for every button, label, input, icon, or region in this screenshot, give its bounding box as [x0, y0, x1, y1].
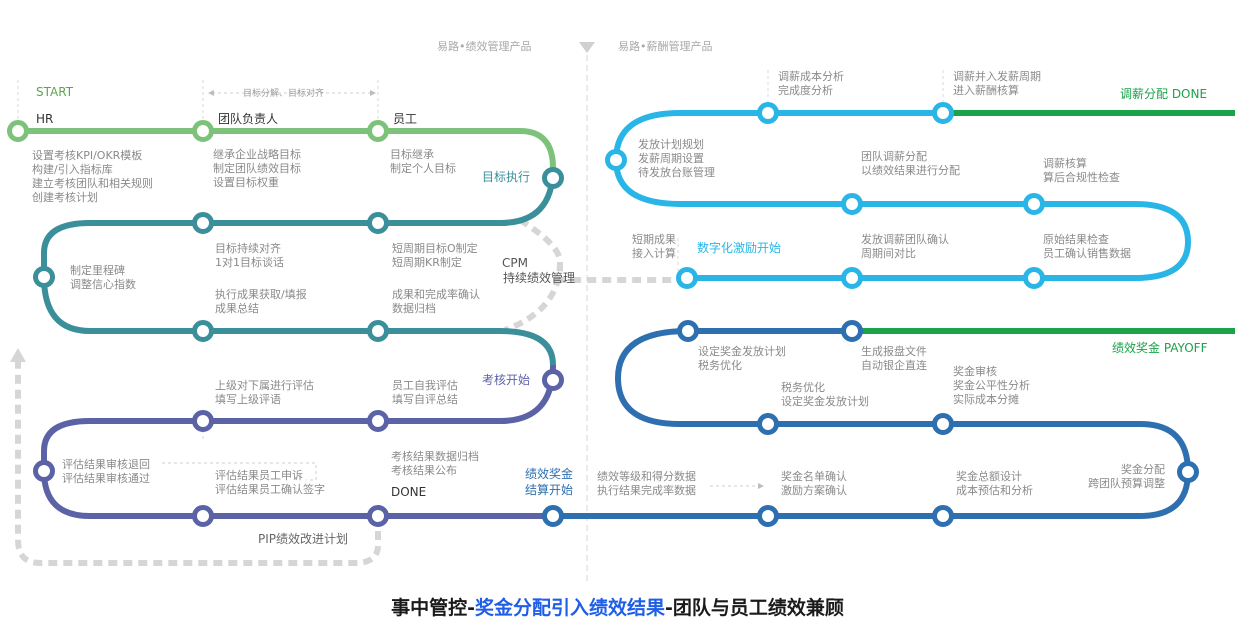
pip-label: PIP绩效改进计划: [258, 532, 349, 546]
node-salary-check: [1023, 193, 1045, 215]
note-eval-audit: 评估结果审核退回 评估结果审核通过: [62, 458, 150, 485]
note-salary-cycle: 调薪并入发薪周期 进入薪酬核算: [953, 70, 1041, 97]
note-lead-tasks: 继承企业战略目标 制定团队绩效目标 设置目标权重: [213, 148, 301, 189]
right-product-label: 易路•薪酬管理产品: [618, 40, 713, 53]
note-raw-check: 原始结果检查 员工确认销售数据: [1043, 233, 1131, 260]
footer-part3: -团队与员工绩效兼顾: [665, 597, 844, 619]
pip-arrow-icon: [10, 348, 26, 362]
node-self-eval: [367, 410, 389, 432]
node-done: [367, 505, 389, 527]
footer-part1: 事中管控-: [391, 597, 475, 619]
note-bonus-audit: 奖金审核 奖金公平性分析 实际成本分摊: [953, 365, 1030, 406]
note-short-goal: 短周期目标O制定 短周期KR制定: [392, 242, 478, 269]
node-employee: [367, 120, 389, 142]
digital-start-label: 数字化激励开始: [697, 241, 782, 255]
node-bonus-design: [932, 505, 954, 527]
node-goal-exec: [542, 167, 564, 189]
note-archive: 考核结果数据归档 考核结果公布: [391, 450, 479, 477]
node-pay-plan: [605, 149, 627, 171]
node-result-rate: [367, 320, 389, 342]
node-issue-confirm: [841, 267, 863, 289]
node-team-lead: [192, 120, 214, 142]
note-emp-tasks: 目标继承 制定个人目标: [390, 148, 456, 175]
node-bonus-list: [757, 505, 779, 527]
note-self-eval: 员工自我评估 填写自评总结: [392, 379, 458, 406]
align-hint: 目标分解、目标对齐: [243, 89, 325, 99]
note-sup-eval: 上级对下属进行评估 填写上级评语: [215, 379, 314, 406]
cpm-sub-label: 持续绩效管理: [503, 271, 576, 285]
note-exec-result: 执行成果获取/填报 成果总结: [215, 288, 307, 315]
note-team-salary: 团队调薪分配 以绩效结果进行分配: [861, 150, 960, 177]
footer-highlight: 奖金分配引入绩效结果: [474, 597, 665, 619]
node-digital-start: [676, 267, 698, 289]
goal-exec-label: 目标执行: [482, 170, 531, 184]
sky-track: [612, 110, 1235, 281]
station-nodes: [7, 102, 1199, 527]
note-eval-appeal: 评估结果员工申诉 评估结果员工确认签字: [215, 469, 325, 496]
node-short-goal: [367, 212, 389, 234]
divider-arrow-icon: [579, 42, 595, 53]
guide-ticks: [17, 70, 944, 442]
node-team-salary: [841, 193, 863, 215]
note-bonus-plan: 设定奖金发放计划 税务优化: [698, 345, 786, 372]
note-level-data: 绩效等级和得分数据 执行结果完成率数据: [597, 470, 696, 497]
node-sup-eval: [192, 410, 214, 432]
note-salary-check: 调薪核算 算后合规性检查: [1043, 157, 1120, 184]
footer-title: 事中管控-奖金分配引入绩效结果-团队与员工绩效兼顾: [0, 593, 1235, 620]
review-start-label: 考核开始: [482, 373, 531, 387]
note-pay-plan: 发放计划规划 发薪周期设置 待发放台账管理: [638, 138, 715, 179]
note-report-file: 生成报盘文件 自动银企直连: [861, 345, 927, 372]
note-tax-opt: 税务优化 设定奖金发放计划: [781, 381, 869, 408]
note-align: 目标持续对齐 1对1目标谈话: [215, 242, 284, 269]
purple-track: [41, 364, 556, 519]
node-align: [192, 212, 214, 234]
node-eval-audit: [33, 460, 55, 482]
note-milestone: 制定里程碑 调整信心指数: [70, 264, 136, 291]
green-track: [18, 128, 556, 169]
note-salary-cost: 调薪成本分析 完成度分析: [778, 70, 844, 97]
note-bonus-list: 奖金名单确认 激励方案确认: [781, 470, 847, 497]
node-milestone: [33, 266, 55, 288]
note-short-result: 短期成果 接入计算: [632, 233, 676, 260]
hr-label: HR: [36, 112, 54, 126]
node-settle: [542, 505, 564, 527]
node-review-start: [542, 369, 564, 391]
start-label: START: [36, 85, 74, 99]
pip-dashed-path: [15, 360, 381, 566]
settle-label: 绩效奖金: [525, 467, 574, 481]
note-issue-confirm: 发放调薪团队确认 周期间对比: [861, 233, 949, 260]
left-product-label: 易路•绩效管理产品: [437, 40, 532, 53]
employee-label: 员工: [393, 112, 418, 126]
node-raw-check: [1023, 267, 1045, 289]
node-salary-cycle: [932, 102, 954, 124]
team-lead-label: 团队负责人: [218, 112, 279, 126]
node-salary-cost: [757, 102, 779, 124]
salary-done-label: 调薪分配 DONE: [1120, 87, 1208, 101]
note-bonus-alloc: 奖金分配 跨团队预算调整: [1088, 463, 1165, 490]
node-bonus-audit: [932, 413, 954, 435]
note-hr-tasks: 设置考核KPI/OKR模板 构建/引入指标库 建立考核团队和相关规则 创建考核计…: [32, 149, 153, 204]
bonus-payoff-label: 绩效奖金 PAYOFF: [1112, 341, 1208, 355]
node-exec-result: [192, 320, 214, 342]
node-bonus-plan: [677, 320, 699, 342]
node-tax-opt: [757, 413, 779, 435]
node-report-file: [841, 320, 863, 342]
node-bonus-alloc: [1177, 461, 1199, 483]
note-bonus-design: 奖金总额设计 成本预估和分析: [956, 470, 1033, 497]
blue-track: [553, 328, 1235, 519]
settle-sub-label: 结算开始: [525, 483, 574, 497]
teal-track: [41, 167, 556, 366]
cpm-label: CPM: [502, 256, 528, 270]
node-hr: [7, 120, 29, 142]
node-eval-appeal: [192, 505, 214, 527]
done-label: DONE: [391, 485, 427, 499]
note-result-rate: 成果和完成率确认 数据归档: [392, 288, 480, 315]
